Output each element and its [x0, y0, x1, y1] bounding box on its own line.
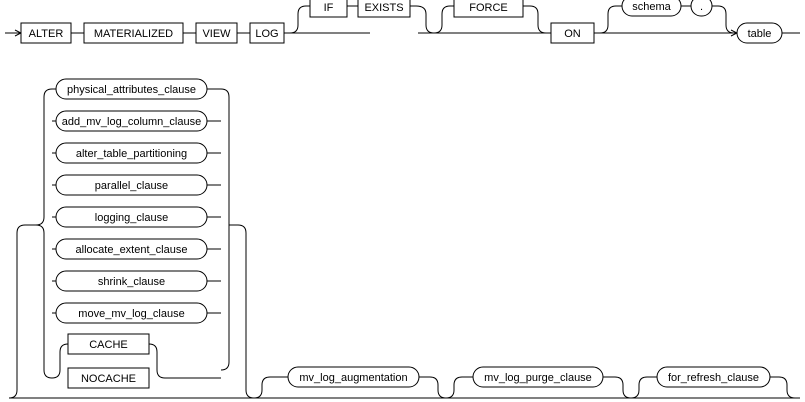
clause-alter-table-partitioning: alter_table_partitioning: [52, 142, 221, 164]
row1-lines: [5, 5, 800, 33]
clause-parallel-clause: parallel_clause: [52, 174, 221, 196]
clause-physical-attributes-clause: physical_attributes_clause: [52, 78, 221, 100]
svg-text:move_mv_log_clause: move_mv_log_clause: [78, 308, 184, 320]
svg-text:mv_log_purge_clause: mv_log_purge_clause: [484, 372, 592, 384]
svg-text:EXISTS: EXISTS: [364, 2, 403, 14]
svg-text:IF: IF: [324, 2, 334, 14]
svg-text:VIEW: VIEW: [202, 28, 231, 40]
materialized-keyword: MATERIALIZED: [83, 22, 184, 44]
svg-text:table: table: [748, 28, 772, 40]
clause-shrink-clause: shrink_clause: [52, 270, 221, 292]
svg-text:LOG: LOG: [255, 28, 278, 40]
svg-text:ALTER: ALTER: [29, 28, 64, 40]
log-keyword: LOG: [249, 22, 285, 44]
svg-text:add_mv_log_column_clause: add_mv_log_column_clause: [62, 116, 201, 128]
svg-text:parallel_clause: parallel_clause: [95, 180, 168, 192]
if-keyword: IF: [309, 0, 348, 18]
tail-lines: [253, 376, 800, 399]
svg-text:schema: schema: [632, 1, 671, 13]
view-keyword: VIEW: [195, 22, 238, 44]
svg-text:logging_clause: logging_clause: [95, 212, 168, 224]
clause-allocate-extent-clause: allocate_extent_clause: [52, 238, 221, 260]
svg-text:.: .: [700, 1, 703, 13]
nocache-keyword: NOCACHE: [67, 367, 150, 389]
alter-keyword: ALTER: [20, 22, 72, 44]
on-keyword: ON: [550, 22, 595, 44]
svg-text:physical_attributes_clause: physical_attributes_clause: [67, 84, 196, 96]
force-keyword: FORCE: [453, 0, 524, 18]
svg-text:allocate_extent_clause: allocate_extent_clause: [76, 244, 188, 256]
svg-text:shrink_clause: shrink_clause: [98, 276, 165, 288]
svg-text:for_refresh_clause: for_refresh_clause: [668, 372, 759, 384]
svg-text:ON: ON: [564, 28, 581, 40]
table-term: table: [736, 22, 783, 44]
cache-keyword: CACHE: [67, 333, 150, 355]
clause-loop-lines: [8, 88, 255, 399]
svg-text:mv_log_augmentation: mv_log_augmentation: [299, 372, 407, 384]
svg-text:NOCACHE: NOCACHE: [81, 373, 136, 385]
svg-text:FORCE: FORCE: [469, 2, 508, 14]
clause-add-mv-log-column-clause: add_mv_log_column_clause: [52, 110, 221, 132]
mv-log-purge-clause-term: mv_log_purge_clause: [472, 366, 604, 388]
svg-text:MATERIALIZED: MATERIALIZED: [94, 28, 173, 40]
clause-list: physical_attributes_clause add_mv_log_col…: [52, 78, 221, 324]
mv-log-augmentation-term: mv_log_augmentation: [287, 366, 420, 388]
for-refresh-clause-term: for_refresh_clause: [656, 366, 771, 388]
schema-term: schema: [621, 0, 682, 17]
dot-term: .: [690, 0, 713, 17]
svg-text:CACHE: CACHE: [89, 339, 128, 351]
svg-text:alter_table_partitioning: alter_table_partitioning: [76, 148, 187, 160]
clause-logging-clause: logging_clause: [52, 206, 221, 228]
exists-keyword: EXISTS: [357, 0, 411, 18]
clause-move-mv-log-clause: move_mv_log_clause: [52, 302, 221, 324]
